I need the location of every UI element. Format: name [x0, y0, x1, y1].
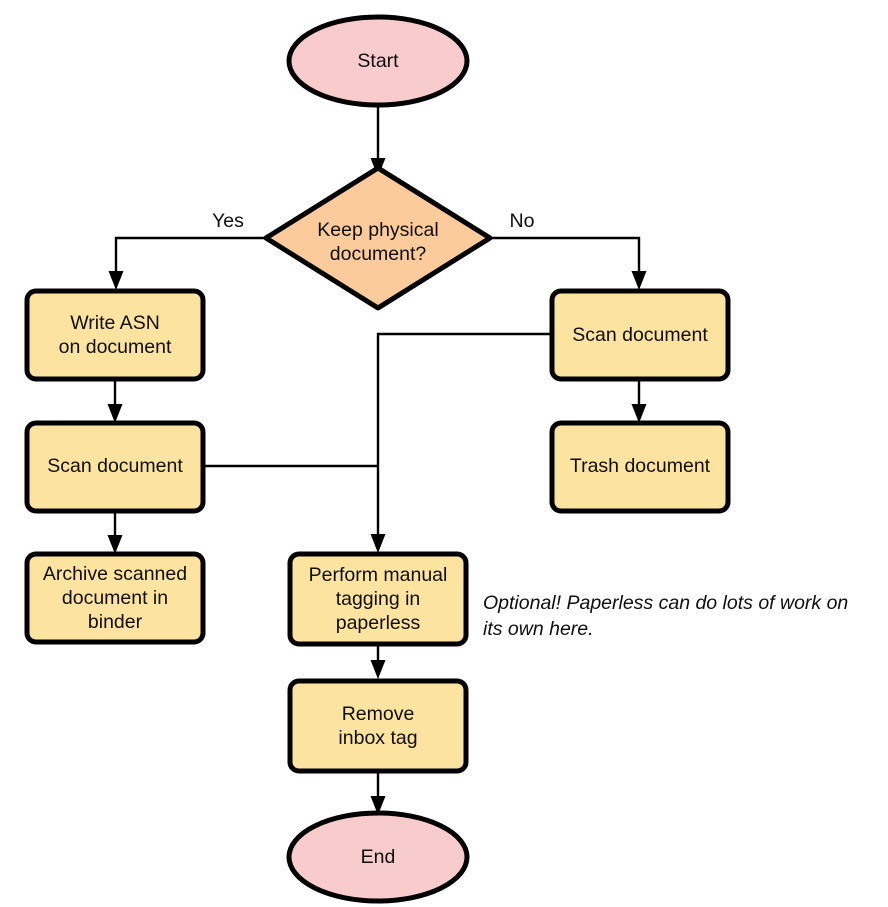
edge-label-yes: Yes — [212, 210, 244, 232]
node-scan-document-right[interactable]: Scan document — [549, 288, 731, 382]
node-archive-label-line1: Archive scanned — [43, 563, 187, 585]
node-start-label: Start — [357, 50, 399, 72]
node-end[interactable]: End — [286, 810, 470, 904]
node-archive-label-line2: document in — [62, 587, 168, 609]
node-decision-label-line1: Keep physical — [317, 219, 438, 241]
node-scan-document-right-label: Scan document — [572, 324, 708, 346]
annotation-optional-note: Optional! Paperless can do lots of work … — [483, 592, 848, 640]
node-remove-inbox-label-line1: Remove — [342, 703, 415, 725]
node-archive-scanned-document-in-binder[interactable]: Archive scanned document in binder — [24, 551, 206, 645]
node-remove-inbox-label-line2: inbox tag — [338, 727, 417, 749]
node-decision-keep-physical-document[interactable]: Keep physical document? — [263, 165, 493, 311]
node-trash-document-label: Trash document — [570, 455, 711, 477]
edge-scan-right-to-trash — [631, 379, 647, 423]
node-write-asn-on-document[interactable]: Write ASN on document — [24, 288, 206, 382]
node-scan-document-left[interactable]: Scan document — [24, 420, 206, 514]
node-end-label: End — [361, 846, 396, 868]
node-perform-manual-tagging-in-paperless[interactable]: Perform manual tagging in paperless — [287, 551, 469, 647]
node-decision-label-line2: document? — [330, 243, 427, 265]
node-archive-label-line3: binder — [88, 611, 143, 633]
node-tagging-label-line3: paperless — [336, 612, 421, 634]
node-remove-inbox-tag[interactable]: Remove inbox tag — [287, 678, 469, 774]
node-trash-document[interactable]: Trash document — [549, 420, 731, 514]
edge-decision-yes-to-write-asn: Yes — [108, 210, 268, 290]
node-tagging-label-line2: tagging in — [336, 588, 421, 610]
node-start[interactable]: Start — [286, 14, 470, 108]
edge-label-no: No — [510, 210, 535, 232]
annotation-line2: its own here. — [483, 618, 594, 640]
node-tagging-label-line1: Perform manual — [309, 564, 448, 586]
edge-write-asn-to-scan-left — [107, 379, 123, 423]
edge-scan-left-to-archive — [107, 510, 123, 554]
edge-decision-no-to-scan-right: No — [490, 210, 647, 290]
annotation-line1: Optional! Paperless can do lots of work … — [483, 592, 848, 614]
edge-tagging-to-remove-inbox — [370, 645, 386, 679]
node-write-asn-label-line1: Write ASN — [70, 312, 160, 334]
node-write-asn-label-line2: on document — [59, 336, 172, 358]
edge-scan-right-to-tagging — [370, 332, 552, 553]
edge-remove-inbox-to-end — [370, 771, 386, 815]
node-scan-document-left-label: Scan document — [47, 455, 183, 477]
